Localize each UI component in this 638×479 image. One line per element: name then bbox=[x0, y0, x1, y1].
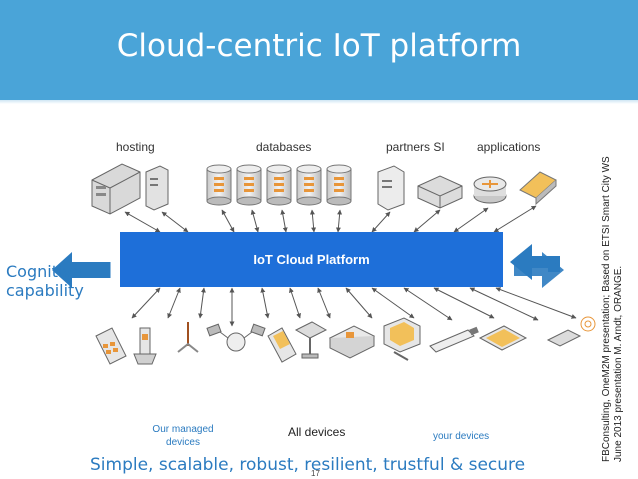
tablet-icon bbox=[478, 325, 528, 351]
title-band bbox=[0, 0, 638, 100]
application-window-icon bbox=[519, 171, 557, 206]
page-number: 17 bbox=[311, 469, 320, 478]
category-partners: partners SI bbox=[386, 140, 445, 154]
category-databases: databases bbox=[256, 140, 312, 154]
router-icon bbox=[473, 176, 507, 204]
title-band-shadow bbox=[0, 100, 638, 104]
usb-stick-icon bbox=[429, 326, 479, 353]
network-switch-icon bbox=[417, 175, 463, 209]
server-rack-icon bbox=[91, 163, 141, 215]
cognitive-line-2: capability bbox=[6, 281, 84, 300]
category-hosting: hosting bbox=[116, 140, 155, 154]
source-note-line-2: June 2013 presentation M. Arndt, ORANGE. bbox=[613, 265, 624, 462]
cognitive-capability-label: Cognitive capability bbox=[6, 262, 84, 300]
tagline: Simple, scalable, robust, resilient, tru… bbox=[90, 455, 526, 475]
cordless-phone-icon bbox=[133, 327, 157, 365]
source-note-line-1: FBConsulting, OneM2M presentation; Based… bbox=[601, 156, 612, 462]
server-icon bbox=[377, 165, 405, 211]
managed-devices-line-2: devices bbox=[166, 437, 200, 448]
database-icon bbox=[206, 164, 352, 206]
managed-devices-line-1: Our managed bbox=[152, 424, 214, 435]
top-connector-arrows bbox=[124, 205, 537, 233]
bottom-connector-arrows bbox=[131, 287, 577, 327]
all-devices-label: All devices bbox=[288, 425, 346, 439]
cognitive-arrow-right-bottom-icon bbox=[514, 252, 564, 288]
cognitive-line-1: Cognitive bbox=[6, 262, 82, 281]
server-tower-icon bbox=[145, 165, 169, 211]
managed-devices-label: Our managed devices bbox=[133, 423, 233, 449]
satellite-icon bbox=[206, 323, 266, 352]
slide-title: Cloud-centric IoT platform bbox=[116, 28, 522, 64]
pda-icon bbox=[267, 327, 297, 363]
iot-cloud-platform: IoT Cloud Platform bbox=[120, 232, 503, 287]
monitor-icon bbox=[383, 317, 421, 361]
cognitive-arrow-left-icon bbox=[52, 252, 111, 288]
antenna-icon bbox=[177, 322, 199, 353]
phone-icon bbox=[95, 327, 127, 365]
category-applications: applications bbox=[477, 140, 541, 154]
camera-icon bbox=[294, 321, 328, 359]
your-devices-label: your devices bbox=[433, 431, 490, 442]
source-note: FBConsulting, OneM2M presentation; Based… bbox=[601, 156, 625, 462]
remote-control-icon bbox=[546, 316, 596, 347]
printer-icon bbox=[328, 325, 376, 359]
